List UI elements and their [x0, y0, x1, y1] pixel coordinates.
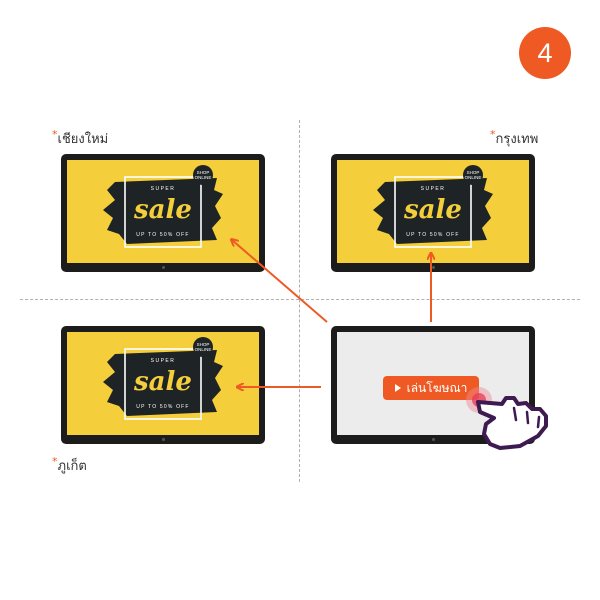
shop-online-badge: SHOP ONLINE [193, 165, 213, 185]
sale-word: sale [134, 367, 192, 397]
city-label-phuket: *ภูเก็ต [52, 455, 87, 476]
discount-text: UP TO 50% OFF [136, 232, 190, 238]
tv-power-led [162, 266, 165, 269]
asterisk-mark: * [490, 128, 496, 141]
tv-chiang-mai: SHOP ONLINE SUPER sale UP TO 50% OFF [61, 154, 265, 272]
shop-online-badge: SHOP ONLINE [193, 337, 213, 357]
brush-stroke-graphic [373, 176, 493, 248]
arrow-to-chiang-mai [232, 240, 328, 323]
city-name: ภูเก็ต [57, 459, 87, 474]
city-label-chiang-mai: *เชียงใหม่ [52, 128, 108, 149]
pointing-hand-icon [476, 396, 548, 450]
sale-word: sale [404, 195, 462, 225]
asterisk-mark: * [52, 128, 58, 141]
online-text: ONLINE [194, 175, 212, 180]
shop-text: SHOP [196, 342, 210, 347]
tv-bangkok: SHOP ONLINE SUPER sale UP TO 50% OFF [331, 154, 535, 272]
shop-text: SHOP [466, 170, 480, 175]
city-name: เชียงใหม่ [57, 132, 109, 147]
sale-screen: SHOP ONLINE SUPER sale UP TO 50% OFF [67, 160, 259, 263]
city-label-bangkok: *กรุงเทพ [490, 128, 538, 149]
sale-word: sale [134, 195, 192, 225]
tv-power-led [162, 438, 165, 441]
online-text: ONLINE [194, 347, 212, 352]
online-text: ONLINE [464, 175, 482, 180]
tv-power-led [432, 438, 435, 441]
tv-phuket: SHOP ONLINE SUPER sale UP TO 50% OFF [61, 326, 265, 444]
shop-text: SHOP [196, 170, 210, 175]
super-text: SUPER [150, 186, 176, 192]
play-icon [394, 384, 401, 392]
city-name: กรุงเทพ [495, 132, 539, 147]
tv-power-led [432, 266, 435, 269]
play-ad-label: เล่นโฆษณา [406, 380, 468, 395]
shop-online-badge: SHOP ONLINE [463, 165, 483, 185]
discount-text: UP TO 50% OFF [406, 232, 460, 238]
super-text: SUPER [150, 358, 176, 364]
play-ad-button[interactable]: เล่นโฆษณา [383, 376, 479, 400]
sale-screen: SHOP ONLINE SUPER sale UP TO 50% OFF [337, 160, 529, 263]
discount-text: UP TO 50% OFF [136, 404, 190, 410]
asterisk-mark: * [52, 455, 58, 468]
vertical-divider [299, 120, 300, 482]
step-number-badge: 4 [519, 27, 571, 79]
super-text: SUPER [420, 186, 446, 192]
brush-stroke-graphic [103, 348, 223, 420]
sale-screen: SHOP ONLINE SUPER sale UP TO 50% OFF [67, 332, 259, 435]
brush-stroke-graphic [103, 176, 223, 248]
